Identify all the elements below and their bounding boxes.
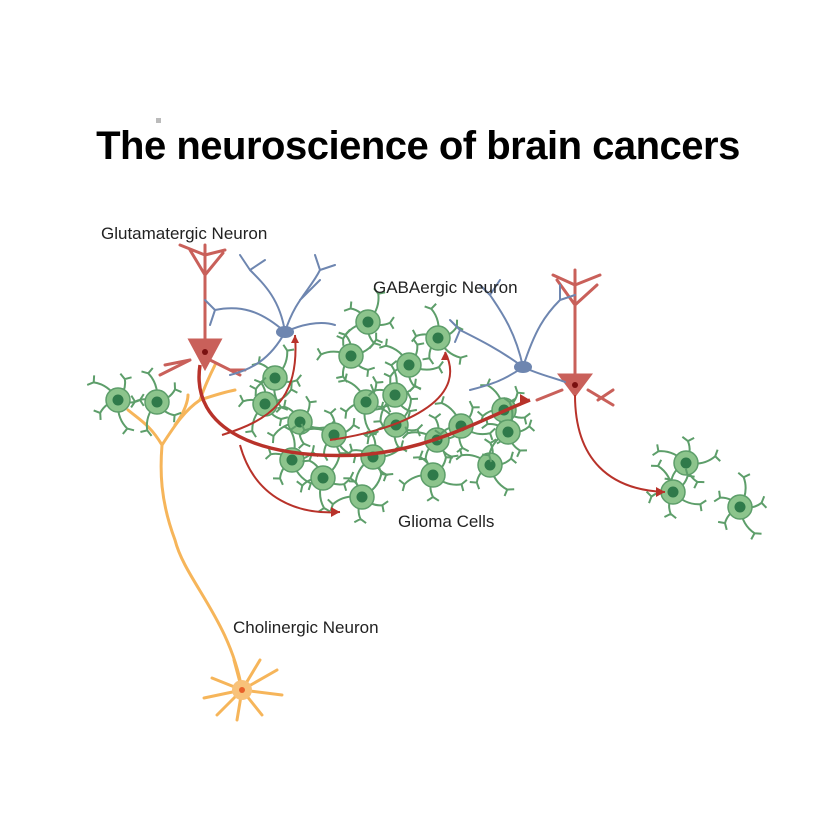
glioma-cell <box>237 376 298 438</box>
glioma-cell <box>296 446 351 513</box>
glioma-nucleus <box>151 396 163 408</box>
glioma-cell <box>398 450 468 502</box>
glioma-cell <box>338 373 394 438</box>
glioma-nucleus <box>734 501 746 513</box>
glioma-nucleus <box>112 394 124 406</box>
glioma-nucleus <box>484 459 496 471</box>
glioma-nucleus <box>432 332 444 344</box>
glutamatergic-neuron-right <box>535 268 615 407</box>
glioma-cell <box>345 430 408 489</box>
glioma-cell <box>481 397 536 463</box>
gabaergic-neuron-right <box>449 279 576 391</box>
glioma-cell <box>411 303 468 365</box>
glioma-nucleus <box>328 429 340 441</box>
glioma-nucleus <box>389 389 401 401</box>
glioma-nucleus <box>259 398 271 410</box>
glioma-nucleus <box>360 396 372 408</box>
glioma-nucleus <box>269 372 281 384</box>
glioma-nucleus <box>403 359 415 371</box>
glutamatergic-neuron-label: Glutamatergic Neuron <box>101 224 268 243</box>
glioma-nucleus <box>667 486 679 498</box>
glioma-cell <box>379 338 444 393</box>
glutamatergic-neuron-left <box>158 243 247 377</box>
glioma-nucleus <box>345 350 357 362</box>
glioma-nucleus <box>680 457 692 469</box>
marker-dot <box>156 118 161 123</box>
glioma-cell <box>316 328 383 383</box>
glioma-cell <box>130 367 182 437</box>
signal-arrows <box>197 334 666 517</box>
glioma-nucleus <box>362 316 374 328</box>
gabaergic-neuron-label: GABAergic Neuron <box>373 278 518 297</box>
cholinergic-neuron-label: Cholinergic Neuron <box>233 618 379 637</box>
glioma-nucleus <box>317 472 329 484</box>
glioma-nucleus <box>286 454 298 466</box>
glioma-cell <box>249 344 303 413</box>
glioma-cell <box>455 438 518 497</box>
glioma-cell <box>336 287 395 350</box>
page-title: The neuroscience of brain cancers <box>96 124 740 168</box>
glioma-cells-label: Glioma Cells <box>398 512 495 531</box>
glioma-cell <box>713 471 768 540</box>
glioma-nucleus <box>356 491 368 503</box>
glioma-nucleus <box>427 469 439 481</box>
glioma-nucleus <box>294 416 306 428</box>
gabaergic-neuron-left <box>204 254 336 376</box>
glioma-nucleus <box>502 426 514 438</box>
glioma-cell <box>645 459 707 520</box>
glioma-cell <box>367 359 422 428</box>
glioma-cell <box>86 373 145 435</box>
